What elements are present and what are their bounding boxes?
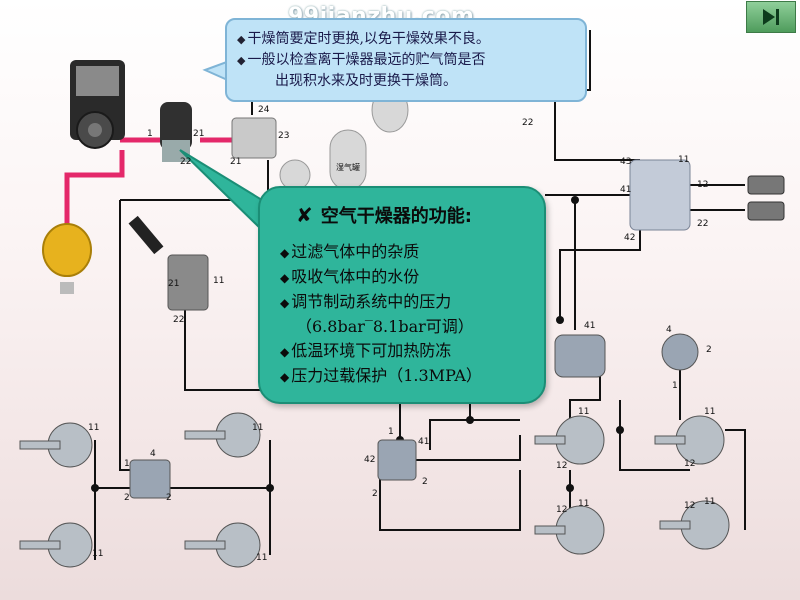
port-label: 1 [124,459,130,469]
compressor-to-wet-tank-line [64,150,125,225]
wet-tank [42,223,92,294]
callout-line: 出现积水来及时更换干燥筒。 [275,73,457,89]
port-label: 4 [150,449,156,459]
bullet-icon: ◆ [237,33,246,46]
bullet-icon: ◆ [280,271,290,285]
trailer-connectors [747,175,785,221]
port-label: 1 [147,129,153,139]
next-slide-button[interactable] [746,1,796,33]
main-callout-pointer [179,149,263,233]
port-label: 11 [92,549,103,559]
port-label: 11 [704,407,715,417]
port-label: 41 [418,437,429,447]
port-label: 41 [620,185,631,195]
bullet-icon: ◆ [280,370,290,384]
port-label: 1 [672,381,678,391]
port-label: 43 [620,157,631,167]
next-icon [763,9,779,25]
port-label: 2 [372,489,378,499]
air-tanks [279,87,409,191]
bullet-icon: ◆ [280,246,290,260]
port-label: 22 [173,315,184,325]
callout-line: 一般以检查离干燥器最远的贮气筒是否 [247,52,486,68]
port-label: 22 [180,157,191,167]
port-label: 42 [624,233,635,243]
function-item: 压力过载保护（1.3MPA） [291,366,482,385]
tank-label: 湿气罐 [336,162,360,172]
port-label: 11 [678,155,689,165]
port-label: 12 [556,505,567,515]
function-item: 调节制动系统中的压力 [291,292,452,311]
port-label: 21 [230,157,241,167]
port-label: 11 [88,423,99,433]
port-label: 11 [704,497,715,507]
function-item: 过滤气体中的杂质 [291,242,420,261]
port-label: 22 [697,219,708,229]
callout-line: 干燥筒要定时更换,以免干燥效果不良。 [247,31,490,47]
port-label: 11 [213,276,224,286]
port-label: 21 [168,279,179,289]
port-label: 11 [578,407,589,417]
hand-brake-valve [128,215,209,311]
air-dryer [160,102,192,162]
function-item: 吸收气体中的水份 [291,267,420,286]
bullet-icon: ◆ [280,345,290,359]
quick-release-valves [129,333,699,499]
port-label: 21 [193,129,204,139]
port-label: 12 [684,501,695,511]
port-label: 41 [584,321,595,331]
port-label: 2 [422,477,428,487]
port-label: 23 [278,131,289,141]
port-label: 4 [666,325,672,335]
port-label: 1 [388,427,394,437]
port-label: 11 [578,499,589,509]
port-label: 11 [256,553,267,563]
port-label: 12 [556,461,567,471]
dryer-replacement-callout: ◆干燥筒要定时更换,以免干燥效果不良。 ◆一般以检查离干燥器最远的贮气筒是否 出… [225,18,587,102]
port-label: 12 [697,180,708,190]
port-label: 42 [364,455,375,465]
pressure-range: （6.8bar‾8.1bar可调） [296,317,474,336]
port-label: 24 [258,105,270,115]
port-label: 12 [684,459,695,469]
port-label: 2 [706,345,712,355]
bullet-icon: ◆ [280,296,290,310]
port-label: 2 [124,493,130,503]
port-label: 2 [166,493,172,503]
protection-valve [231,117,277,159]
port-label: 22 [522,118,533,128]
relay-valve [629,159,691,231]
brake-chambers [19,412,730,568]
bullet-icon: ◆ [237,54,246,67]
air-compressor [70,60,125,149]
dryer-functions-callout: ✘空气干燥器的功能: ◆过滤气体中的杂质 ◆吸收气体中的水份 ◆调节制动系统中的… [258,186,546,404]
cross-icon: ✘ [296,203,313,227]
callout-title: 空气干燥器的功能: [320,206,472,227]
port-label: 11 [252,423,263,433]
function-item: 低温环境下可加热防冻 [291,341,452,360]
